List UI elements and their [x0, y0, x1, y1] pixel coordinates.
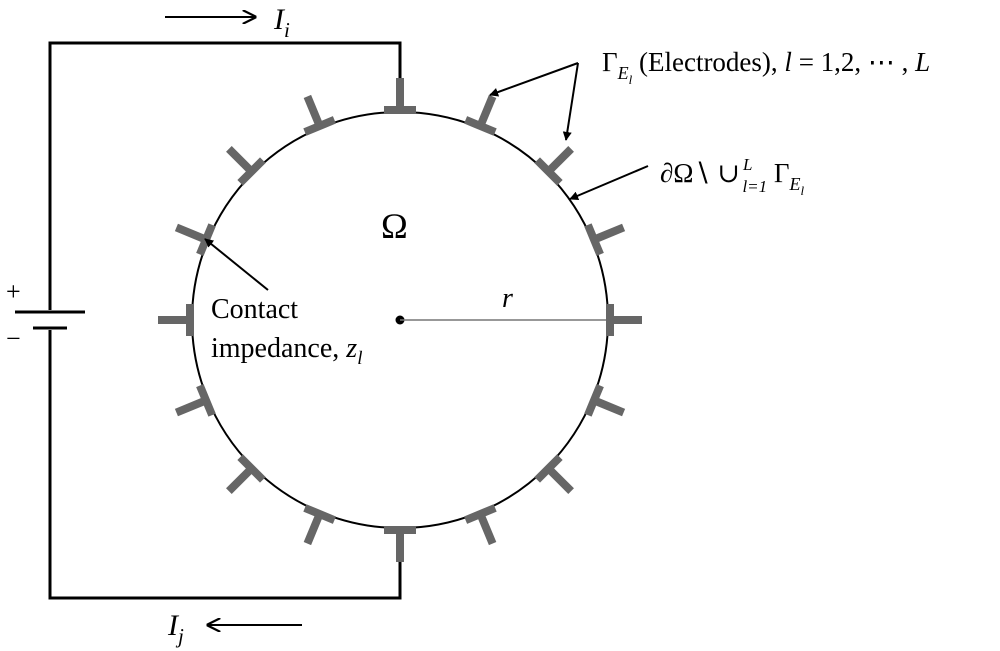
electrode	[534, 454, 574, 494]
domain-omega-label: Ω	[381, 206, 408, 246]
electrode	[464, 94, 497, 136]
electrodes-label: ΓEl (Electrodes), l = 1,2, ⋯ , L	[602, 47, 930, 87]
contact-impedance-label: Contact impedance, zl	[211, 294, 362, 369]
electrode	[584, 223, 626, 256]
electrode	[464, 504, 497, 546]
electrode-pointer-arrow	[562, 62, 579, 141]
contact-pointer-arrow	[204, 238, 269, 291]
battery: + −	[6, 277, 85, 353]
current-out-label: Ij	[167, 609, 184, 648]
electrode	[226, 454, 266, 494]
electrode	[384, 78, 416, 114]
electrode	[534, 146, 574, 186]
electrode-pointer-arrow	[489, 62, 579, 97]
circuit-wire	[48, 41, 402, 310]
electrode	[174, 223, 216, 256]
electrode	[584, 384, 626, 417]
electrode	[384, 526, 416, 562]
electrode	[606, 304, 642, 336]
radius-label: r	[502, 283, 513, 314]
electrode	[226, 146, 266, 186]
battery-minus-sign: −	[6, 324, 21, 353]
electrode-group	[158, 78, 642, 562]
electrode	[158, 304, 194, 336]
battery-plus-sign: +	[6, 277, 21, 306]
electrode	[174, 384, 216, 417]
boundary-pointer-arrow	[569, 165, 649, 200]
electrode	[303, 94, 336, 136]
current-in-label: Ii	[273, 3, 290, 42]
circuit-wire	[48, 330, 402, 600]
electrode	[303, 504, 336, 546]
